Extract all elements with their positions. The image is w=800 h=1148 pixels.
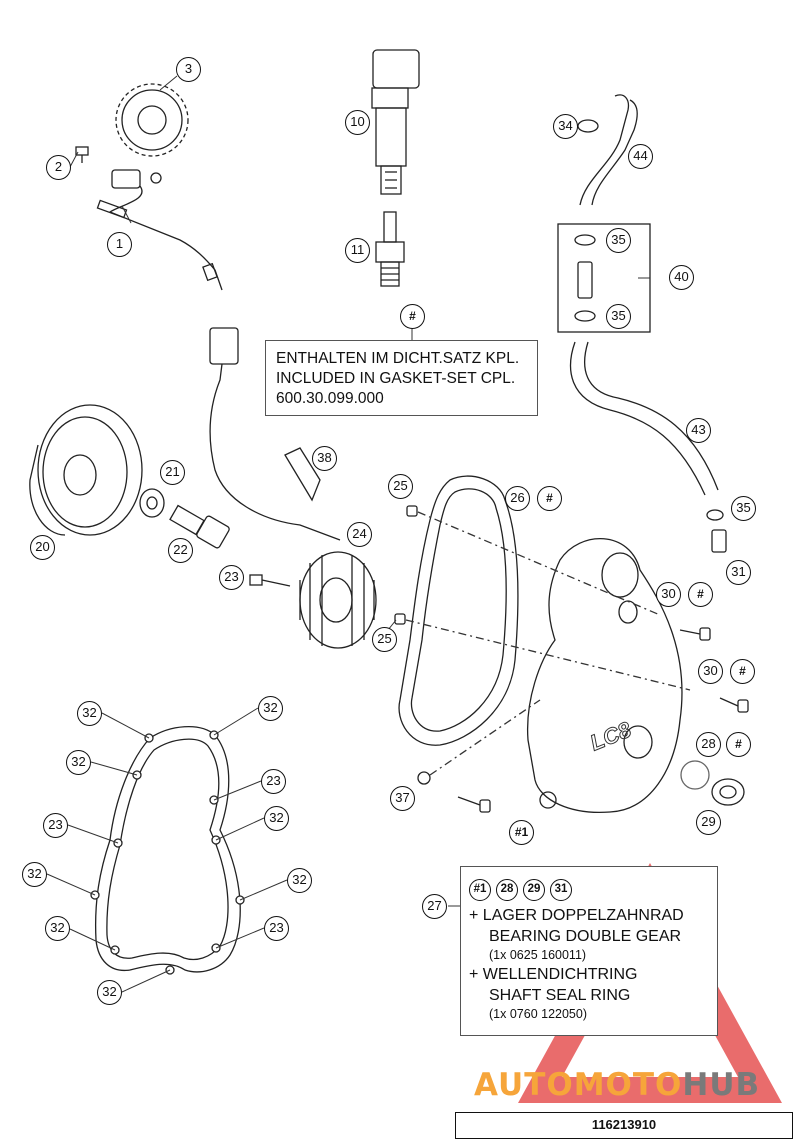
spark-plug [375, 211, 405, 287]
cable-holder [284, 447, 321, 502]
note-line: BEARING DOUBLE GEAR [489, 928, 682, 945]
callout-25: 25 [372, 627, 397, 652]
callout-35: 35 [731, 496, 756, 521]
watermark-part2: HUB [682, 1067, 761, 1103]
cover-bolts [394, 505, 749, 813]
ignition-cover [526, 538, 683, 814]
callout-24: 24 [347, 522, 372, 547]
callout-hash: # [400, 304, 425, 329]
screw [75, 146, 89, 163]
callout-32: 32 [22, 862, 47, 887]
washer [139, 488, 165, 518]
callout-hash: # [726, 732, 751, 757]
callout-23: 23 [261, 769, 286, 794]
callout-3: 3 [176, 57, 201, 82]
callout-23: 23 [264, 916, 289, 941]
note-line: + LAGER DOPPELZAHNRAD [469, 907, 684, 924]
callout-hash: # [730, 659, 755, 684]
callout-leaders [46, 75, 650, 993]
callout-32: 32 [66, 750, 91, 775]
callout-30: 30 [698, 659, 723, 684]
callout-29: 29 [696, 810, 721, 835]
callout-34: 34 [553, 114, 578, 139]
callout-26: 26 [505, 486, 530, 511]
pickup-sensor [96, 169, 223, 291]
flywheel-nut [169, 504, 230, 549]
gasket-set-note: ENTHALTEN IM DICHT.SATZ KPL. INCLUDED IN… [265, 340, 538, 416]
shaft-seal [680, 760, 745, 806]
callout-hash: # [537, 486, 562, 511]
ref-badge: 28 [496, 879, 518, 901]
callout-32: 32 [77, 701, 102, 726]
callout-1: 1 [107, 232, 132, 257]
breather-hose-lower [569, 341, 727, 553]
callout-35: 35 [606, 228, 631, 253]
cover-gasket [398, 475, 519, 746]
callout-21: 21 [160, 460, 185, 485]
ignition-coil [371, 49, 420, 195]
valve-kit-box [557, 223, 651, 333]
note-line: + WELLENDICHTRING [469, 966, 638, 983]
flywheel [29, 404, 143, 536]
callout-20: 20 [30, 535, 55, 560]
part-number: 116213910 [455, 1112, 793, 1139]
callout-44: 44 [628, 144, 653, 169]
callout-35: 35 [606, 304, 631, 329]
callout-27: 27 [422, 894, 447, 919]
callout-37: 37 [390, 786, 415, 811]
callout-23: 23 [219, 565, 244, 590]
callout-30: 30 [656, 582, 681, 607]
ref-badge: 29 [523, 879, 545, 901]
callout-28: 28 [696, 732, 721, 757]
watermark-logo: AUTOMOTOHUB [474, 1067, 760, 1103]
ref-badge: #1 [469, 879, 491, 901]
note-line: (1x 0625 160011) [489, 948, 587, 962]
callout-2: 2 [46, 155, 71, 180]
stator [299, 551, 377, 649]
callout-ref-1: #1 [509, 820, 534, 845]
assembly-lines [405, 511, 691, 776]
note-line: ENTHALTEN IM DICHT.SATZ KPL. [276, 350, 520, 367]
callout-31: 31 [726, 560, 751, 585]
breather-hose-upper [577, 94, 638, 206]
ref-badge: 31 [550, 879, 572, 901]
callout-32: 32 [258, 696, 283, 721]
sprocket-wheel [115, 83, 189, 157]
callout-32: 32 [264, 806, 289, 831]
note-line: INCLUDED IN GASKET-SET CPL. [276, 370, 516, 387]
callout-38: 38 [312, 446, 337, 471]
callout-23: 23 [43, 813, 68, 838]
callout-43: 43 [686, 418, 711, 443]
stator-cable [209, 327, 341, 541]
note-line: 600.30.099.000 [276, 390, 384, 407]
note-line: (1x 0760 122050) [489, 1007, 587, 1021]
callout-22: 22 [168, 538, 193, 563]
callout-hash: # [688, 582, 713, 607]
callout-32: 32 [45, 916, 70, 941]
callout-11: 11 [345, 238, 370, 263]
callout-25: 25 [388, 474, 413, 499]
callout-40: 40 [669, 265, 694, 290]
stator-bolt [249, 574, 291, 587]
watermark-part1: AUTOMOTO [474, 1067, 683, 1103]
callout-10: 10 [345, 110, 370, 135]
note-line: SHAFT SEAL RING [489, 987, 631, 1004]
cover-logo-text: LC8 [587, 716, 636, 755]
callout-32: 32 [287, 868, 312, 893]
callout-32: 32 [97, 980, 122, 1005]
bottom-gasket [90, 725, 245, 975]
